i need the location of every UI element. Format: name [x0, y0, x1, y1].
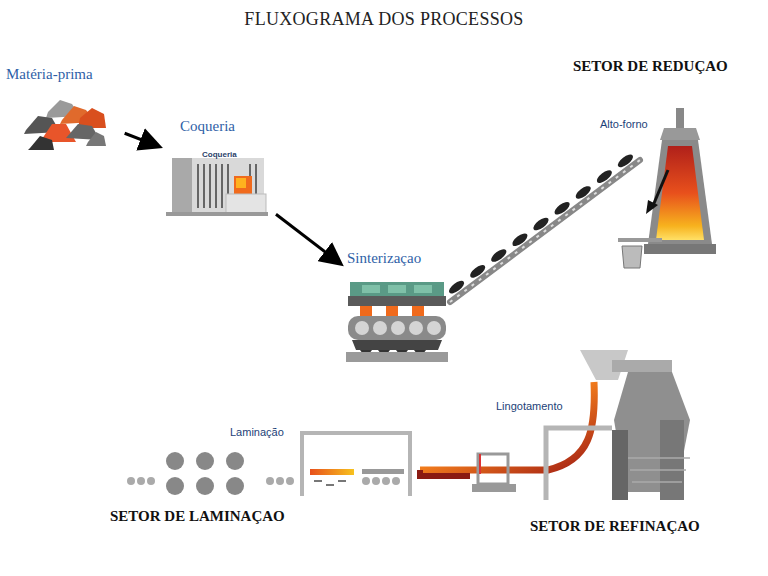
- flow-arrow: [276, 214, 339, 262]
- blast-furnace: [618, 108, 716, 268]
- process-label: Matéria-prima: [6, 66, 93, 83]
- sinter-machine: [346, 282, 448, 362]
- process-label: Alto-forno: [600, 118, 648, 131]
- rolling-mill: [126, 433, 470, 496]
- diagram-title: FLUXOGRAMA DOS PROCESSOS: [0, 9, 768, 30]
- sector-label: SETOR DE LAMINAÇAO: [110, 508, 285, 525]
- process-node: Laminação: [122, 426, 298, 502]
- process-node: Lingotamento: [494, 400, 574, 418]
- process-label: Coqueria: [180, 118, 235, 135]
- process-node: CoqueriaCoqueria: [162, 118, 272, 220]
- process-node: Matéria-prima: [4, 66, 120, 152]
- process-label: Sinterizaçao: [347, 250, 421, 267]
- conveyor-belt: [447, 152, 640, 302]
- process-label: Laminação: [230, 426, 284, 439]
- refining-casting: [420, 350, 690, 500]
- process-node: Alto-forno: [598, 104, 720, 272]
- raw-material-piles: [24, 100, 106, 150]
- flow-arrow: [125, 133, 158, 146]
- process-node: Sinterizaçao: [343, 250, 451, 364]
- coke-oven: [166, 158, 268, 216]
- process-label: Lingotamento: [496, 400, 563, 413]
- sector-label: SETOR DE REFINAÇAO: [530, 518, 700, 535]
- sector-label: SETOR DE REDUÇAO: [573, 58, 728, 75]
- icon-label: Coqueria: [202, 150, 237, 159]
